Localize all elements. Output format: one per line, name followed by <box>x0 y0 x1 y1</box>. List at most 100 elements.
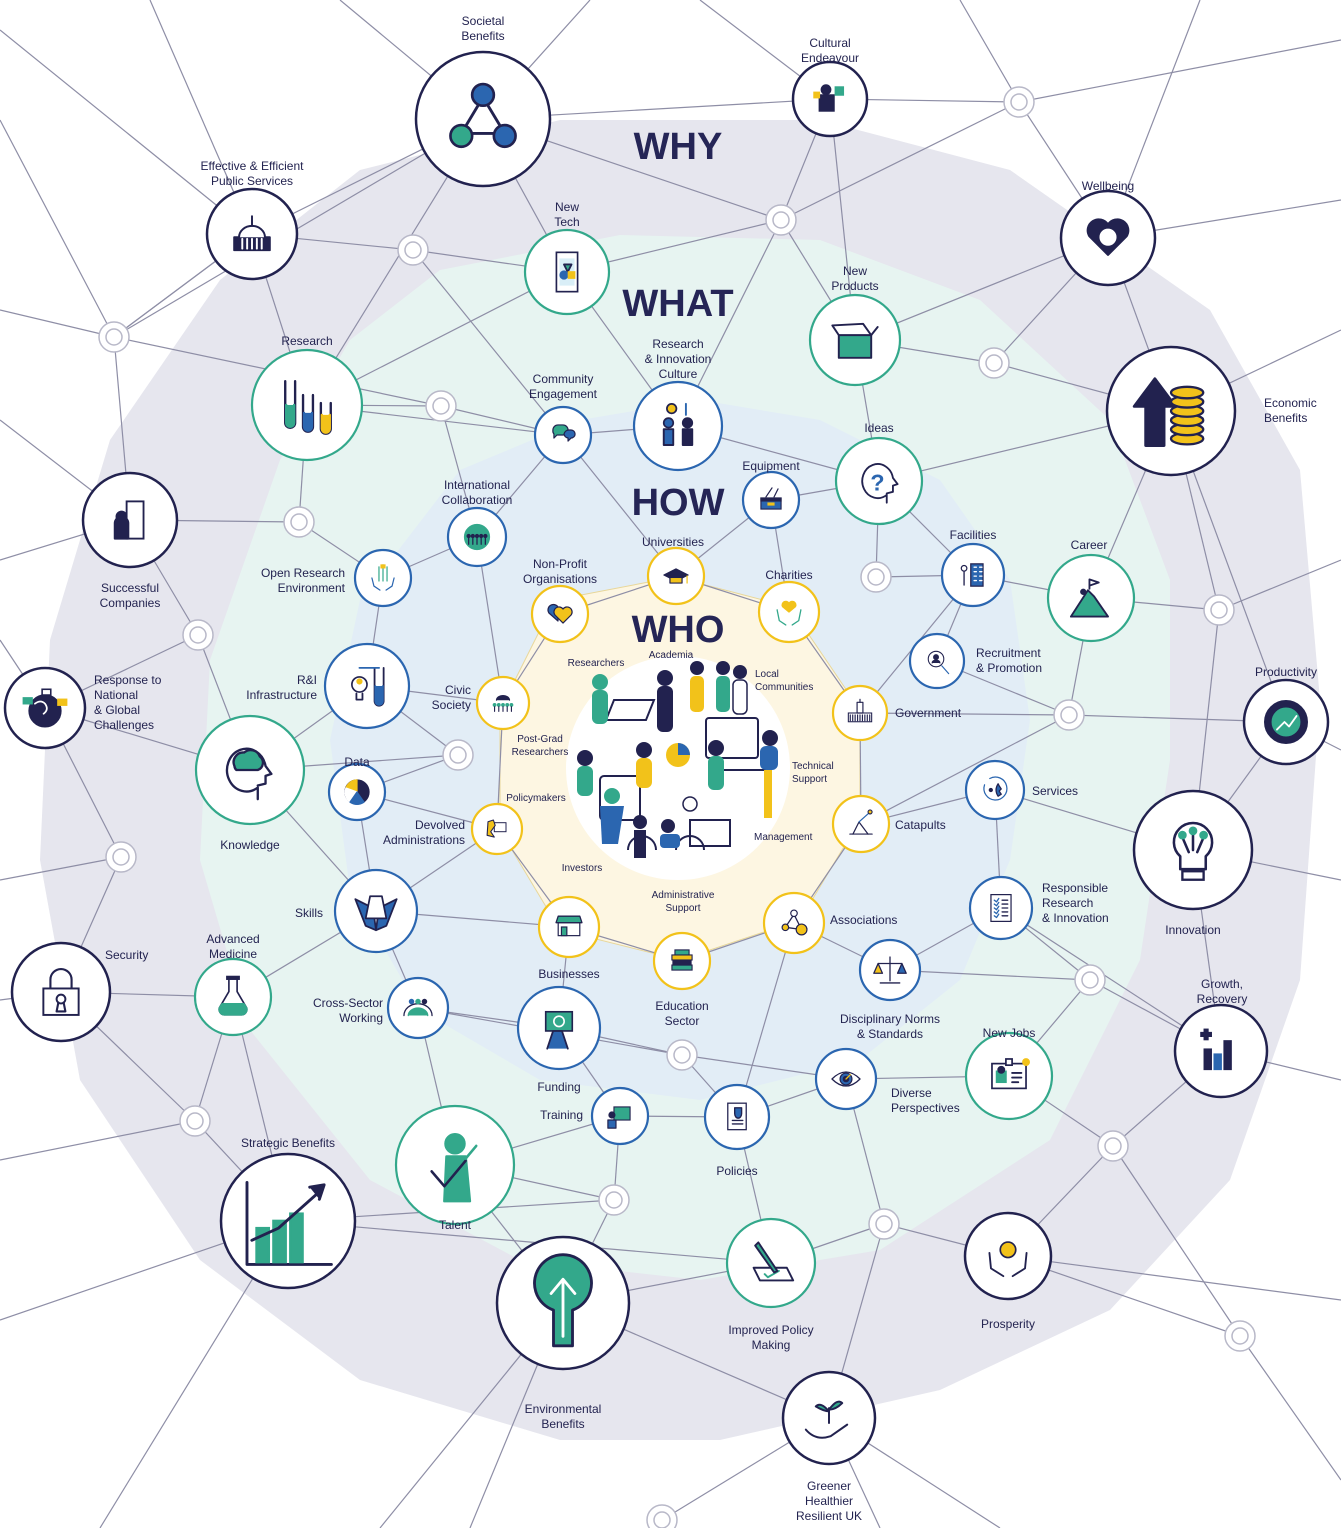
node-label: Ideas <box>864 421 893 435</box>
node-label: Talent <box>439 1218 472 1232</box>
junction-ring <box>1203 594 1235 626</box>
node-label: Research <box>1042 896 1093 910</box>
node-label: Sector <box>665 1014 700 1028</box>
node-label: Education <box>655 999 708 1013</box>
head-question-icon: ? <box>861 463 899 504</box>
node-knowledge: Knowledge <box>194 714 306 852</box>
connection-line <box>1218 559 1341 611</box>
node-growth: Growth,Recovery <box>1173 977 1269 1099</box>
node-ring <box>762 891 826 955</box>
node-label: Career <box>1071 538 1108 552</box>
junction-ring <box>646 1504 678 1528</box>
connection-line <box>287 1220 772 1264</box>
node-government: Government <box>831 684 962 742</box>
books-stack-icon <box>671 949 693 971</box>
node-label: Community <box>533 372 594 386</box>
node-label: Productivity <box>1255 665 1317 679</box>
connection-line <box>0 119 115 338</box>
junction-ring <box>442 739 474 771</box>
node-universities: Universities <box>642 535 706 606</box>
who-role-label: Technical <box>792 761 834 772</box>
node-label: Devolved <box>415 818 465 832</box>
open-box-icon <box>831 322 879 359</box>
zone-title-who: WHO <box>632 609 725 651</box>
junction-ring <box>1003 86 1035 118</box>
who-role-label: Administrative <box>652 890 715 901</box>
node-label: Challenges <box>94 718 154 732</box>
node-label: Diverse <box>891 1086 932 1100</box>
lightbulb-circuit-icon <box>1172 821 1214 881</box>
who-role-label: Researchers <box>512 747 569 758</box>
connection-line <box>860 714 1070 825</box>
node-label: Effective & Efficient <box>201 159 305 173</box>
connection-line <box>0 856 122 881</box>
growth-chart-arrow-icon <box>245 1180 333 1266</box>
node-label: Successful <box>101 581 159 595</box>
who-people-illustration <box>566 656 790 880</box>
junction-ring <box>598 1184 630 1216</box>
test-tubes-icon <box>284 380 332 435</box>
node-label: Charities <box>765 568 812 582</box>
node-wellbeing: Wellbeing <box>1059 179 1157 287</box>
connection-line <box>412 249 564 436</box>
pie-chart-icon <box>344 779 370 805</box>
node-ring <box>632 380 724 472</box>
node-equipment: Equipment <box>741 459 800 530</box>
node-label: New <box>843 264 867 278</box>
checklist-icon <box>990 893 1012 923</box>
node-label: Services <box>1032 784 1078 798</box>
node-label: Data <box>344 755 370 769</box>
junction-ring <box>98 321 130 353</box>
node-catapults: Catapults <box>831 794 946 854</box>
hearts-icon <box>547 603 573 624</box>
node-label: Businesses <box>538 967 599 981</box>
document-shield-icon <box>727 1102 747 1131</box>
junction-ring <box>182 619 214 651</box>
storefront-icon <box>555 915 583 937</box>
connection-line <box>562 434 677 577</box>
node-label: Response to <box>94 673 162 687</box>
node-label: Public Services <box>211 174 293 188</box>
zone-title-why: WHY <box>634 126 723 168</box>
junction-ring <box>1224 1320 1256 1352</box>
who-role-label: Academia <box>649 650 694 661</box>
node-label: Endeavour <box>801 51 859 65</box>
catapult-icon <box>849 809 873 835</box>
node-label: Innovation <box>1165 923 1220 937</box>
node-associations: Associations <box>762 891 897 955</box>
connection-line <box>113 118 484 338</box>
node-label: Organisations <box>523 572 597 586</box>
junction-rings <box>98 86 1256 1528</box>
node-label: Associations <box>830 913 897 927</box>
node-innovation: Innovation <box>1132 789 1254 937</box>
who-role-label: Post-Grad <box>517 734 563 745</box>
node-label: Benefits <box>1264 411 1307 425</box>
connection-line <box>1018 39 1341 103</box>
node-label: Non-Profit <box>533 557 588 571</box>
node-label: Wellbeing <box>1082 179 1134 193</box>
connection-line <box>0 29 253 235</box>
node-data: Data <box>327 755 387 822</box>
node-security: Security <box>10 941 148 1043</box>
padlock-icon <box>42 968 80 1016</box>
junction-ring <box>1097 1130 1129 1162</box>
person-check-icon <box>430 1133 478 1203</box>
node-label: Disciplinary Norms <box>840 1012 940 1026</box>
network-nodes-icon <box>781 909 808 936</box>
heart-brain-icon <box>1086 218 1130 256</box>
node-label: Universities <box>642 535 704 549</box>
node-services: Services <box>964 759 1078 821</box>
connection-line <box>0 309 115 338</box>
junction-ring <box>179 1105 211 1137</box>
node-label: Engagement <box>529 387 598 401</box>
gear-trend-icon <box>1264 700 1308 744</box>
